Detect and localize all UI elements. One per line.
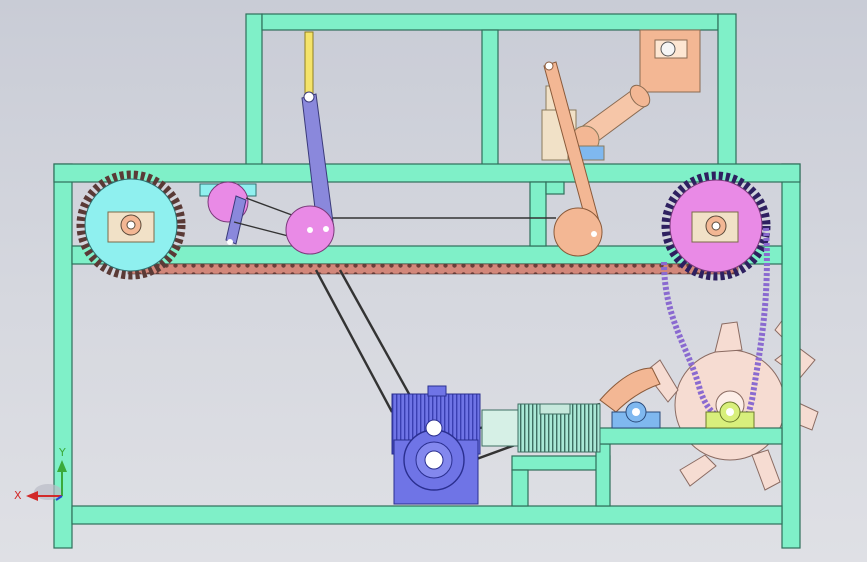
right-sprocket[interactable] (661, 171, 771, 281)
main-frame[interactable] (53, 163, 801, 549)
x-axis-label: X (14, 489, 22, 502)
coordinate-triad: Y X (14, 446, 67, 502)
hopper-chute[interactable] (579, 29, 701, 145)
right-crank[interactable] (543, 61, 603, 257)
purple-chain (661, 227, 770, 419)
linkage-rods (233, 197, 556, 239)
pulley-bearings[interactable] (599, 367, 755, 429)
y-axis-label: Y (58, 446, 66, 459)
top-frame[interactable] (245, 13, 737, 167)
middle-crank[interactable] (285, 91, 335, 255)
left-crank[interactable] (199, 181, 257, 245)
electric-motor[interactable] (481, 403, 601, 453)
motor-stand[interactable] (511, 427, 783, 507)
gear-motor[interactable] (391, 385, 481, 505)
left-sprocket[interactable] (76, 170, 186, 280)
